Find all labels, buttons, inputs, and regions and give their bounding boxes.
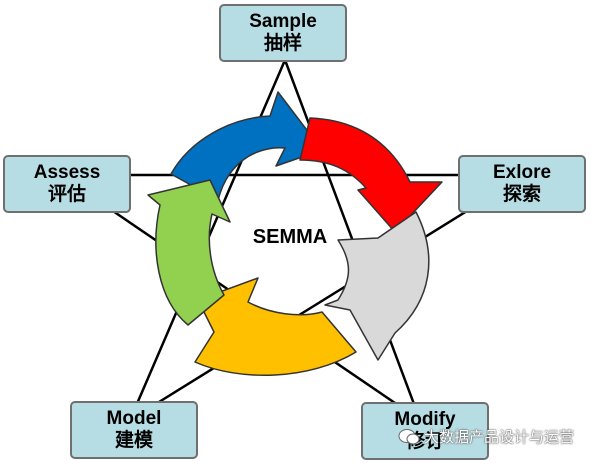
- stage-box-model: Model 建模: [70, 401, 198, 459]
- arrow-explore: [299, 117, 443, 233]
- stage-box-explore: Exlore 探索: [458, 155, 586, 213]
- stage-label-zh: 建模: [114, 430, 153, 451]
- stage-label-zh: 评估: [47, 184, 86, 205]
- arrow-modify: [324, 211, 430, 361]
- stage-label-en: Sample: [249, 11, 317, 33]
- stage-label-en: Assess: [33, 162, 101, 184]
- watermark: 大数据产品设计与运营: [398, 426, 574, 447]
- arrow-assess: [147, 179, 231, 326]
- stage-label-en: Model: [106, 408, 162, 430]
- center-label: SEMMA: [252, 226, 328, 248]
- stage-label-zh: 探索: [502, 184, 541, 205]
- stage-box-sample: Sample 抽样: [219, 4, 347, 62]
- stage-box-modify: Modify 修订: [361, 402, 489, 460]
- stage-box-assess: Assess 评估: [3, 155, 131, 213]
- watermark-text: 大数据产品设计与运营: [424, 429, 575, 446]
- stage-label-en: Exlore: [492, 162, 552, 184]
- stage-label-en: Modify: [394, 409, 456, 431]
- arrow-model: [194, 277, 357, 377]
- wechat-icon: [398, 428, 420, 444]
- pentagram-lines: [55, 59, 530, 424]
- stage-label-zh: 抽样: [263, 33, 302, 54]
